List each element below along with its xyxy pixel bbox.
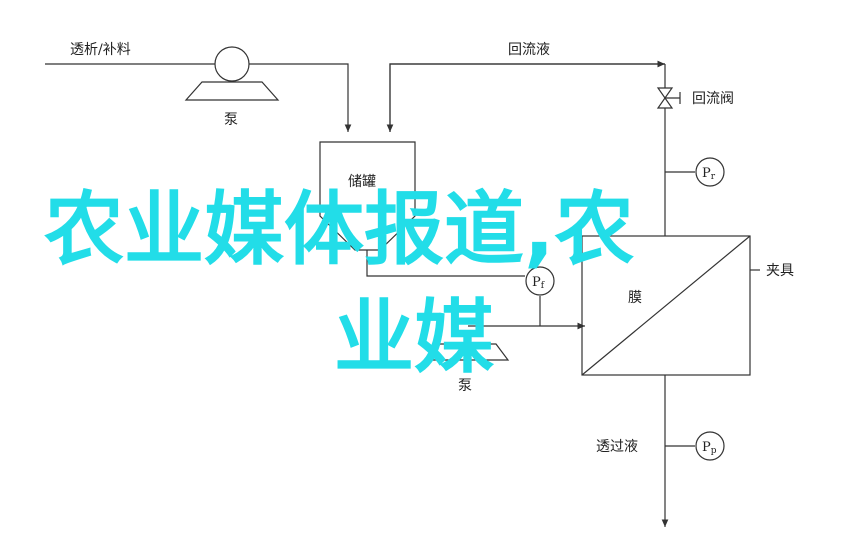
feed-label: 透析/补料 [70,42,131,58]
pump2-body [426,343,510,361]
overlay-headline-line1: 农业媒体报道,农 [44,183,635,276]
pump1-label: 泵 [224,112,238,128]
reflux-valve-label: 回流阀 [692,91,734,107]
reflux-return [386,63,665,132]
overlay-headline-line2: 业媒 [334,291,494,384]
pump2-label: 泵 [458,378,472,394]
membrane-module [581,235,751,376]
pump1-rotor [214,46,250,82]
feed-line [45,63,352,132]
reflux-label: 回流液 [508,42,550,58]
tank-body [319,141,416,251]
tank-outlet-line [366,250,525,277]
reflux-line [389,60,665,132]
clamp-label: 夹具 [766,263,794,279]
gauge-r-circle [695,157,725,187]
gauge-f-circle [525,266,555,296]
gauge-p-text: Pp [702,440,717,456]
gauge-r-text: Pr [702,166,716,182]
membrane-diagonal [581,235,751,376]
permeate-label: 透过液 [596,439,638,455]
membrane-label: 膜 [628,290,642,306]
gauge-f-text: Pf [532,275,545,291]
tank-label: 储罐 [348,174,376,190]
reflux-valve-stem [665,92,681,104]
pump1-body [184,81,280,101]
gauge-p-circle [695,431,725,461]
